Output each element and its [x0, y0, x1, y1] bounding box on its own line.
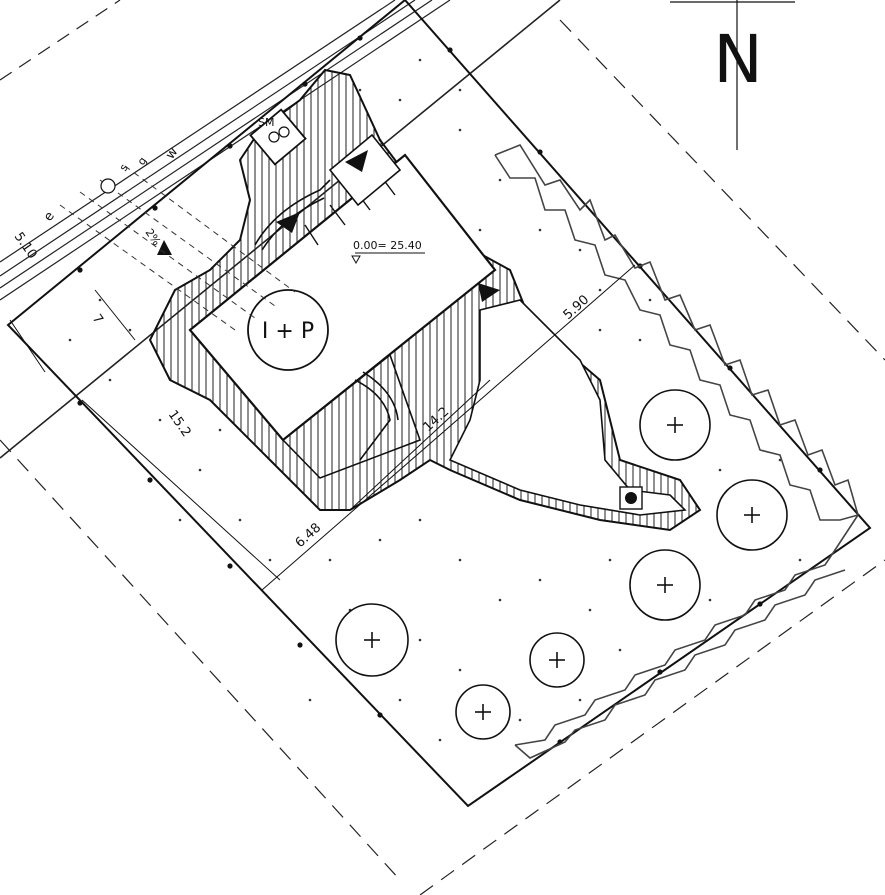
tree-6: [455, 684, 511, 740]
trees: [335, 389, 788, 740]
utility-label-e: e: [41, 209, 58, 224]
slope-label: 2%: [143, 226, 164, 248]
dim-building-length: 15.2: [165, 408, 194, 440]
entry-arrows: [157, 150, 500, 302]
tree-4: [335, 603, 409, 677]
building-label-circle: [247, 289, 329, 371]
north-label: N: [713, 21, 762, 98]
outer-boundary: [0, 19, 885, 895]
arrow-side-entry: [276, 212, 300, 233]
dim-front-setback: 5.10: [11, 230, 40, 262]
elevation-label: 0.00= 25.40: [353, 239, 422, 252]
dimension-lines: [9, 264, 636, 591]
utility-meter: SM: [249, 108, 307, 166]
house-footprint: [188, 153, 497, 442]
arrow-rear-entry: [478, 283, 500, 302]
hedge-row: [494, 144, 859, 759]
tree-2: [716, 479, 788, 551]
building-label: I + P: [262, 319, 314, 344]
dim-side-width: 6.48: [293, 520, 325, 551]
side-lawn: [448, 299, 687, 516]
dim-side-offset: 7: [89, 312, 106, 327]
dim-rear-width: 5.90: [561, 292, 593, 323]
arrow-slope: [157, 240, 172, 255]
arrow-main-entry: [345, 150, 368, 172]
parcel-boundary: [6, 0, 872, 808]
tree-3: [629, 549, 701, 621]
utility-lines: [59, 165, 296, 331]
utility-label-g: g: [135, 155, 150, 168]
tree-1: [639, 389, 711, 461]
utility-label-w: w: [163, 145, 182, 163]
tree-5: [529, 632, 585, 688]
utility-manhole-icon: [100, 178, 116, 194]
north-arrow: N: [670, 0, 795, 150]
entrance-porch: [328, 133, 402, 207]
elevation-marker: 0.00= 25.40: [351, 239, 425, 265]
meter-label: SM: [258, 116, 274, 129]
utility-label-s: s: [117, 161, 131, 173]
parcel-survey-points: [77, 35, 823, 745]
garden-lamp: [619, 486, 643, 510]
annex-footprint: [281, 353, 422, 479]
